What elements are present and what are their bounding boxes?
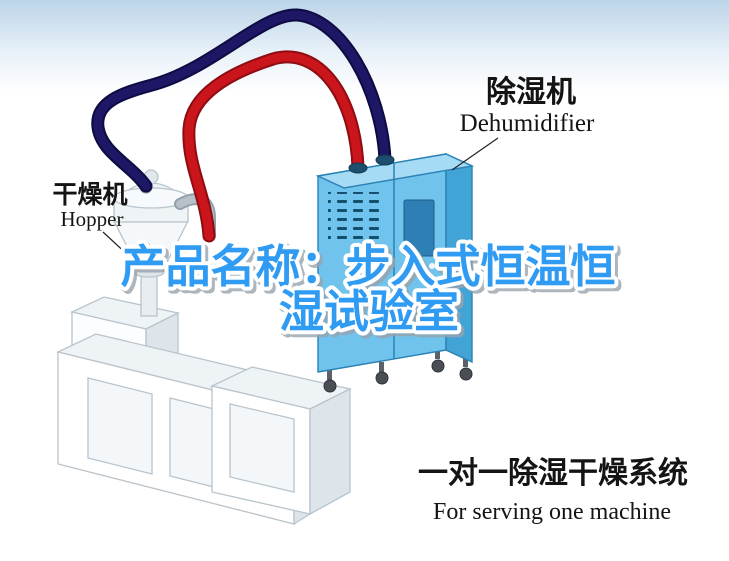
cabinet-brand-sticker (335, 295, 363, 308)
caster-stem (435, 350, 440, 359)
cabinet-vent-grille (328, 192, 382, 240)
cabinet-button-white (429, 263, 435, 269)
dehumidifier-label-en: Dehumidifier (460, 110, 595, 137)
cabinet-hose-port (348, 162, 368, 174)
cabinet-button-white (419, 265, 425, 271)
air-hoses (91, 8, 395, 243)
caster-wheel (431, 359, 445, 373)
caster-wheel (459, 367, 473, 381)
product-title-line2: 湿试验室 (279, 286, 459, 337)
caster-stem (327, 370, 332, 380)
return-hose-navy (93, 10, 390, 191)
caster-stem (463, 358, 468, 367)
unit-door-panel (229, 403, 295, 493)
cabinet-control-panel (403, 199, 435, 257)
unit-side-face (309, 387, 351, 516)
cabinet-hose-port (375, 154, 395, 166)
product-title-line1: 产品名称：步入式恒温恒 (120, 241, 615, 292)
caster-wheel (323, 379, 337, 393)
system-label-en: For serving one machine (433, 499, 671, 525)
dehumidifier-leader-line (451, 137, 499, 171)
supply-hose-red (184, 52, 363, 241)
cabinet-top-face (315, 153, 475, 189)
dehumidifier-cabinet (315, 152, 475, 393)
system-label-cn: 一对一除湿干燥系统 (418, 456, 688, 490)
hopper-label-cn: 干燥机 (52, 181, 127, 209)
hopper-label-en: Hopper (61, 207, 124, 231)
product-title-shadow: 湿试验室 (282, 289, 462, 340)
product-title-shadow: 产品名称：步入式恒温恒 (123, 244, 618, 295)
caster-wheel (375, 371, 389, 385)
cabinet-button-red (409, 267, 415, 273)
caster-stem (379, 362, 384, 372)
dehumidifier-label-cn: 除湿机 (486, 75, 576, 109)
processing-machine (56, 296, 352, 526)
hopper-leader-line (102, 231, 132, 259)
caster-wheels (323, 350, 473, 393)
machine-door-panel (87, 377, 153, 475)
